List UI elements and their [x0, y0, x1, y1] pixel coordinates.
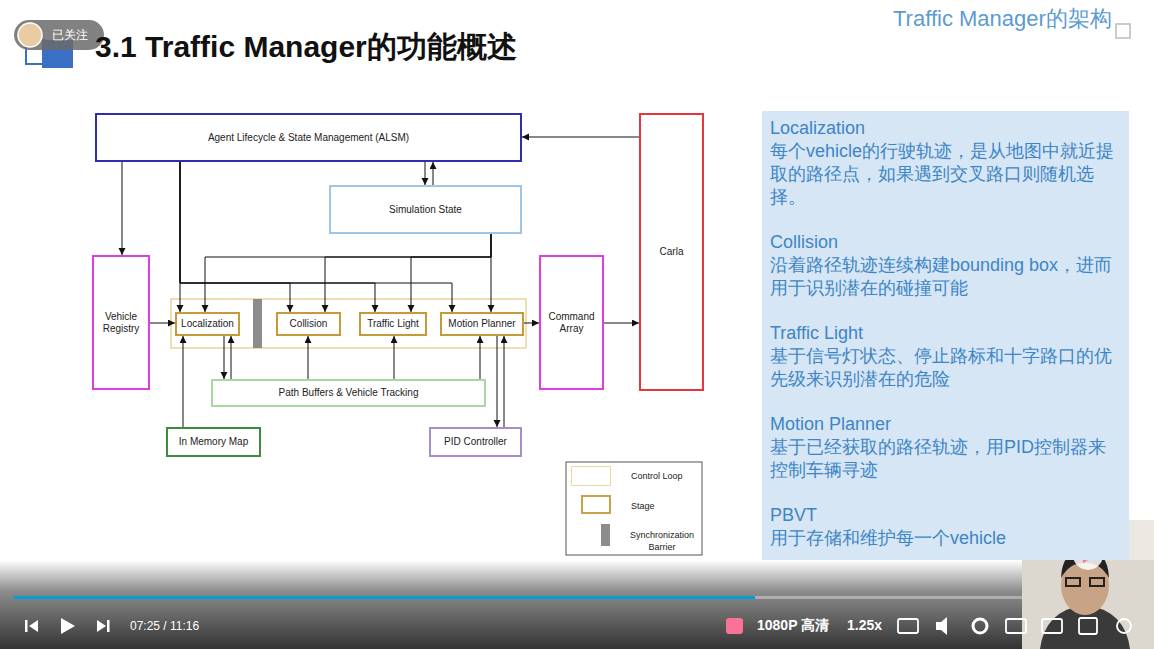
legend-text: Synchronization Barrier	[624, 529, 700, 553]
flow-arrow	[308, 336, 309, 379]
state-box: Simulation State	[329, 185, 522, 234]
box-label: Traffic Light	[367, 318, 419, 330]
quality-label: 1080P 高清	[757, 616, 829, 634]
buffer-box: Path Buffers & Vehicle Tracking	[211, 379, 486, 407]
note-heading: PBVT	[770, 504, 1121, 527]
box-label: PID Controller	[444, 436, 507, 448]
note-body: 用于存储和维护每一个vehicle	[770, 527, 1121, 550]
flow-arrow	[491, 234, 492, 312]
command-box: Command Array	[539, 255, 604, 390]
note-body: 沿着路径轨迹连续构建bounding box，进而用于识别潜在的碰撞可能	[770, 254, 1121, 300]
box-label: Motion Planner	[448, 318, 515, 330]
registry-box: Vehicle Registry	[92, 255, 150, 390]
avatar	[18, 23, 42, 47]
note-heading: Traffic Light	[770, 322, 1121, 345]
flow-arrow	[183, 336, 184, 427]
note-body: 基于信号灯状态、停止路标和十字路口的优先级来识别潜在的危险	[770, 345, 1121, 391]
flow-arrow	[480, 336, 481, 379]
box-label: Command Array	[541, 311, 602, 335]
flow-arrow	[433, 162, 434, 185]
corner-icon	[1116, 24, 1130, 38]
flow-arrow	[150, 323, 175, 324]
flow-arrow	[180, 162, 290, 312]
stage-box: Motion Planner	[440, 312, 524, 336]
box-label: Localization	[181, 318, 234, 330]
stage-box: Localization	[175, 312, 240, 336]
controller-box: PID Controller	[429, 427, 522, 457]
flow-arrow	[205, 234, 491, 312]
simulator-box: Carla	[639, 113, 704, 391]
note-body: 每个vehicle的行驶轨迹，是从地图中就近提取的路径点，如果遇到交叉路口则随机…	[770, 140, 1121, 209]
stage-box: Traffic Light	[359, 312, 427, 336]
speed-label: 1.25x	[847, 616, 882, 634]
manager-box: Agent Lifecycle & State Management (ALSM…	[95, 113, 522, 162]
legend-sample	[571, 466, 611, 486]
flow-arrow	[122, 162, 123, 255]
flow-arrow	[524, 323, 539, 324]
play-time: 07:25 / 11:16	[130, 618, 199, 634]
player-shade	[0, 560, 1154, 649]
flow-arrow	[231, 336, 232, 379]
flow-arrow	[522, 137, 639, 138]
legend-sample	[581, 495, 611, 514]
note-heading: Collision	[770, 231, 1121, 254]
slide-title: 3.1 Traffic Manager的功能概述	[95, 29, 517, 65]
flow-arrow	[497, 336, 498, 427]
flow-arrow	[325, 234, 491, 312]
flow-arrow	[425, 162, 426, 185]
follow-status: 已关注	[52, 27, 88, 43]
legend-text: Control Loop	[631, 470, 699, 482]
legend-frame	[566, 462, 702, 555]
stage-box: Collision	[276, 312, 341, 336]
note-heading: Motion Planner	[770, 413, 1121, 436]
legend-text: Stage	[631, 500, 699, 512]
box-label: In Memory Map	[179, 436, 248, 448]
box-label: Carla	[660, 246, 684, 258]
follow-pill	[14, 20, 104, 50]
flow-arrow	[394, 336, 395, 379]
progress-track	[14, 596, 1140, 599]
player-controls	[25, 617, 1131, 635]
legend-sample	[601, 524, 610, 546]
flow-arrow	[411, 234, 491, 312]
notes-panel: Localization每个vehicle的行驶轨迹，是从地图中就近提取的路径点…	[762, 111, 1129, 560]
flow-arrow	[224, 336, 225, 379]
flow-arrow	[504, 336, 505, 427]
note-body: 基于已经获取的路径轨迹，用PID控制器来控制车辆寻迹	[770, 436, 1121, 482]
flow-arrow	[604, 323, 639, 324]
box-label: Vehicle Registry	[94, 311, 148, 335]
section-label: Traffic Manager的架构	[893, 6, 1112, 32]
box-label: Agent Lifecycle & State Management (ALSM…	[208, 132, 409, 144]
box-label: Simulation State	[389, 204, 462, 216]
note-heading: Localization	[770, 117, 1121, 140]
progress-fill	[14, 596, 755, 599]
map-box: In Memory Map	[166, 427, 261, 457]
box-label: Collision	[290, 318, 328, 330]
sync-barrier	[253, 299, 262, 348]
box-label: Path Buffers & Vehicle Tracking	[279, 387, 419, 399]
